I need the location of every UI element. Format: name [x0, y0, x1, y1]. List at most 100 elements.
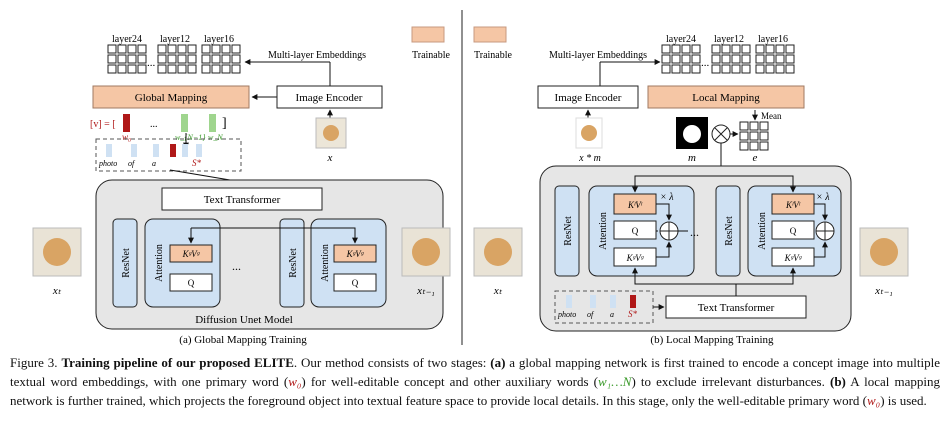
embedding-cell: [755, 64, 765, 74]
trainable-legend: Trainable: [412, 50, 451, 61]
m-label: m: [688, 152, 696, 164]
kg-label: KᵍVᵍ: [626, 253, 644, 263]
attention-label: Attention: [320, 244, 331, 282]
attention-label: Attention: [598, 212, 609, 250]
embedding-cell: [741, 64, 751, 74]
embedding-cell: [211, 64, 221, 74]
layer-label: layer12: [160, 34, 190, 45]
ellipsis: ...: [701, 57, 710, 69]
embedding-cell: [117, 54, 127, 64]
embedding-cell: [137, 44, 147, 54]
image-encoder-block-right: [537, 85, 639, 109]
embedding-cell: [137, 54, 147, 64]
figure-diagram: layer24 layer12 layer16 ... Multi-layer …: [32, 10, 909, 346]
e-cell: [759, 131, 769, 141]
caption-a: (a): [490, 355, 506, 370]
kv-label: KᵍVᵍ: [182, 249, 200, 259]
caption-text: ) for well-editable concept and other au…: [301, 374, 599, 389]
e-cell: [759, 121, 769, 131]
embedding-cell: [201, 64, 211, 74]
mean-label: Mean: [761, 111, 782, 121]
embedding-cell: [721, 44, 731, 54]
embedding-cell: [691, 44, 701, 54]
embedding-cell: [741, 54, 751, 64]
embedding-cell: [221, 44, 231, 54]
embedding-cell: [731, 64, 741, 74]
resnet-label: ResNet: [724, 216, 735, 246]
embedding-cell: [107, 44, 117, 54]
embedding-cell: [167, 54, 177, 64]
resnet-block-1: [112, 218, 138, 308]
multi-layer-label: Multi-layer Embeddings: [549, 50, 647, 61]
e-cell: [749, 121, 759, 131]
token-row-left: [95, 138, 242, 172]
embedding-cell: [177, 44, 187, 54]
embedding-cell: [785, 54, 795, 64]
xt1-label: xₜ₋₁: [416, 285, 435, 297]
trainable-legend-swatch: [411, 26, 445, 43]
e-cell: [739, 121, 749, 131]
s-star-token: S*: [192, 158, 202, 168]
trainable-legend-swatch: [473, 26, 507, 43]
embedding-cell: [775, 54, 785, 64]
caption-text: A local mapping network is further train…: [10, 374, 940, 408]
wn1-label: w_{N−1}: [175, 133, 206, 142]
embedding-cell: [167, 64, 177, 74]
xt-label: xₜ: [493, 285, 503, 297]
embedding-cell: [721, 54, 731, 64]
resnet-label: ResNet: [288, 248, 299, 278]
kg-label: KᵍVᵍ: [784, 253, 802, 263]
image-encoder-block: [276, 85, 383, 109]
embedding-cell: [221, 64, 231, 74]
embedding-cell: [661, 44, 671, 54]
embedding-cell: [765, 54, 775, 64]
embedding-cell: [755, 54, 765, 64]
embedding-cell: [721, 64, 731, 74]
xt1-image-left: [401, 227, 451, 277]
ellipsis: ...: [232, 259, 241, 273]
caption-w0: w₀: [288, 374, 302, 389]
embedding-cell: [117, 64, 127, 74]
caption-b: (b): [830, 374, 846, 389]
q-block-r2: [771, 220, 815, 240]
q-block-2: [333, 273, 377, 292]
caption-fig: Figure 3.: [10, 355, 58, 370]
image-encoder-label: Image Encoder: [296, 92, 363, 104]
wn-token: [209, 114, 216, 132]
w0-token: [123, 114, 130, 132]
text-transformer-left: [161, 187, 323, 211]
embedding-cell: [167, 44, 177, 54]
embedding-cell: [157, 44, 167, 54]
global-mapping-block: [92, 85, 250, 109]
token-photo: photo: [557, 310, 576, 319]
token-a: a: [610, 310, 614, 319]
attention-label: Attention: [154, 244, 165, 282]
kl-label: KˡVˡ: [785, 200, 801, 210]
q-label: Q: [352, 278, 359, 288]
layer-label: layer16: [204, 34, 234, 45]
resnet-label: ResNet: [563, 216, 574, 246]
embedding-cell: [731, 54, 741, 64]
embedding-cell: [157, 54, 167, 64]
embedding-cell: [231, 44, 241, 54]
q-label: Q: [632, 226, 639, 236]
embedding-cell: [117, 44, 127, 54]
embedding-cell: [681, 44, 691, 54]
layer-label: layer12: [714, 34, 744, 45]
resnet-label: ResNet: [121, 248, 132, 278]
caption-text: ) is used.: [880, 393, 927, 408]
q-label: Q: [188, 278, 195, 288]
caption-w1n: w₁…N: [598, 374, 632, 389]
embedding-cell: [661, 54, 671, 64]
embedding-cell: [211, 44, 221, 54]
v-bracket: [v] = [: [90, 119, 116, 130]
svg-text:]: ]: [222, 116, 227, 131]
embedding-cell: [187, 64, 197, 74]
embedding-cell: [177, 64, 187, 74]
subcaption-b: (b) Local Mapping Training: [650, 334, 774, 346]
embedding-cell: [711, 54, 721, 64]
caption-text: . Our method consists of two stages:: [293, 355, 491, 370]
multi-layer-label: Multi-layer Embeddings: [268, 50, 366, 61]
e-cell: [739, 141, 749, 151]
embedding-cell: [691, 54, 701, 64]
